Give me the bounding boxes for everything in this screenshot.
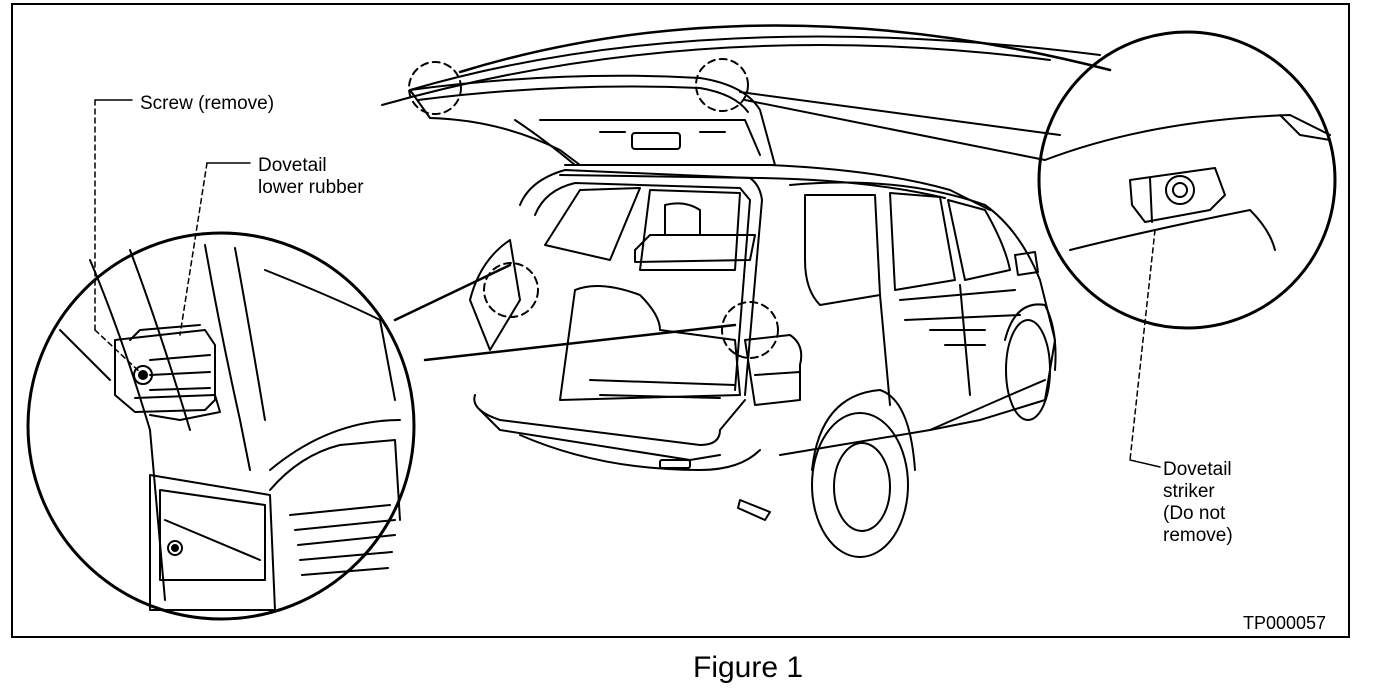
callout-wedge-top — [381, 35, 1101, 161]
left-detail — [26, 231, 737, 621]
location-markers — [408, 58, 779, 359]
figure-frame — [11, 3, 1350, 638]
callout-arc — [458, 24, 1112, 74]
figure-code: TP000057 — [1243, 613, 1327, 633]
screw-label: Screw (remove) — [140, 93, 275, 114]
leader-lines — [94, 99, 1161, 468]
vehicle-body — [469, 164, 1057, 558]
tailgate — [409, 74, 776, 166]
dovetail-lower-rubber-label: Dovetail lower rubber — [258, 155, 364, 198]
right-detail — [1037, 30, 1337, 330]
figure-caption: Figure 1 — [693, 651, 804, 684]
dovetail-striker-label: Dovetail striker (Do not remove) — [1163, 459, 1233, 546]
